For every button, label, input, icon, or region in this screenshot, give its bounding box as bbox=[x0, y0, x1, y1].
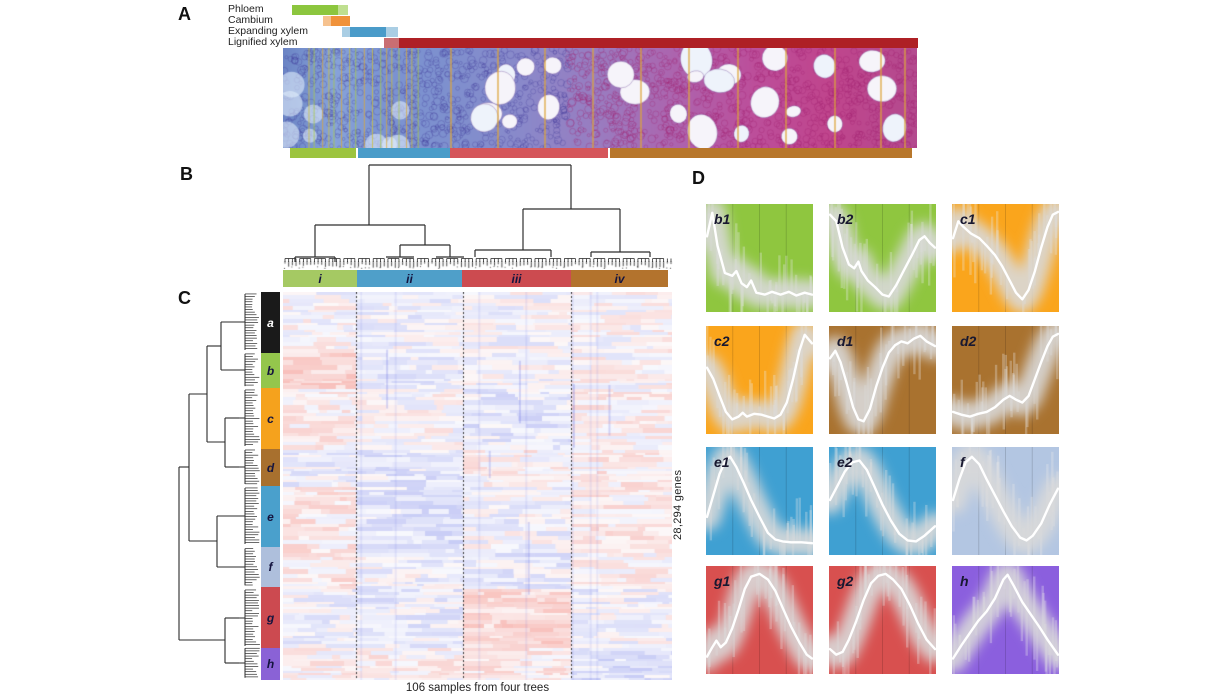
profile-label-e1: e1 bbox=[714, 454, 730, 470]
legend-bar-segment bbox=[331, 16, 350, 26]
profile-svg-c1: c1 bbox=[952, 204, 1059, 312]
cluster-bar-b: b bbox=[261, 353, 280, 388]
legend-bar-segment bbox=[292, 5, 338, 15]
profile-svg-h: h bbox=[952, 566, 1059, 674]
cluster-label-b: b bbox=[266, 363, 275, 378]
profile-plot-e1: e1 bbox=[706, 447, 813, 555]
cluster-bar-f: f bbox=[261, 547, 280, 587]
profile-plot-e2: e2 bbox=[829, 447, 936, 555]
profile-label-d2: d2 bbox=[960, 333, 977, 349]
profile-label-h: h bbox=[960, 573, 969, 589]
profile-plot-d1: d1 bbox=[829, 326, 936, 434]
cluster-label-c: c bbox=[267, 411, 274, 426]
profile-svg-g2: g2 bbox=[829, 566, 936, 674]
cluster-bar-d: d bbox=[261, 449, 280, 486]
profile-svg-c2: c2 bbox=[706, 326, 813, 434]
legend-row-lignified-xylem: Lignified xylem bbox=[228, 36, 298, 48]
panel-c-label: C bbox=[178, 288, 191, 308]
profile-label-g1: g1 bbox=[713, 573, 731, 589]
zone-group-iv bbox=[610, 148, 912, 158]
cluster-label-a: a bbox=[267, 315, 274, 330]
group-band-ii: ii bbox=[357, 270, 462, 287]
legend-bar-segment bbox=[338, 5, 348, 15]
profile-plot-h: h bbox=[952, 566, 1059, 674]
zone-group-ii bbox=[358, 148, 450, 158]
sample-dendrogram bbox=[284, 164, 672, 262]
profile-plot-f: f bbox=[952, 447, 1059, 555]
samples-axis-label: 106 samples from four trees bbox=[405, 682, 550, 694]
group-label-iv: iv bbox=[614, 271, 625, 286]
gene-dendrogram bbox=[178, 293, 260, 678]
group-label-iii: iii bbox=[511, 271, 522, 286]
profile-label-e2: e2 bbox=[837, 454, 853, 470]
group-band-i: i bbox=[283, 270, 357, 287]
profile-plot-g1: g1 bbox=[706, 566, 813, 674]
cluster-bar-e: e bbox=[261, 486, 280, 547]
expression-heatmap bbox=[283, 292, 672, 680]
group-label-ii: ii bbox=[406, 271, 413, 286]
cluster-bar-g: g bbox=[261, 587, 280, 648]
profile-svg-d1: d1 bbox=[829, 326, 936, 434]
legend-bar-segment bbox=[323, 16, 331, 26]
profile-label-f: f bbox=[960, 454, 966, 470]
zone-group-iii bbox=[450, 148, 608, 158]
profile-label-b2: b2 bbox=[837, 211, 854, 227]
group-band-iii: iii bbox=[462, 270, 571, 287]
group-band-iv: iv bbox=[571, 270, 668, 287]
profile-svg-b2: b2 bbox=[829, 204, 936, 312]
zone-group-i bbox=[290, 148, 356, 158]
panel-b-label: B bbox=[180, 164, 193, 184]
profile-svg-d2: d2 bbox=[952, 326, 1059, 434]
microscopy-image bbox=[283, 48, 917, 148]
cluster-label-f: f bbox=[268, 560, 273, 574]
cluster-label-h: h bbox=[266, 657, 275, 671]
legend-row-phloem: Phloem bbox=[228, 3, 264, 15]
cluster-label-d: d bbox=[266, 460, 275, 475]
profile-plot-b2: b2 bbox=[829, 204, 936, 312]
profile-plot-c2: c2 bbox=[706, 326, 813, 434]
profile-label-b1: b1 bbox=[714, 211, 731, 227]
profile-svg-e1: e1 bbox=[706, 447, 813, 555]
cluster-bar-h: h bbox=[261, 648, 280, 680]
legend-bar-segment bbox=[350, 27, 386, 37]
profile-svg-f: f bbox=[952, 447, 1059, 555]
profile-svg-e2: e2 bbox=[829, 447, 936, 555]
profile-svg-b1: b1 bbox=[706, 204, 813, 312]
panel-a-label: A bbox=[178, 4, 191, 24]
cluster-bar-c: c bbox=[261, 388, 280, 449]
cluster-bar-a: a bbox=[261, 292, 280, 353]
profile-label-g2: g2 bbox=[836, 573, 854, 589]
sample-tick-labels bbox=[283, 261, 673, 269]
profile-plot-d2: d2 bbox=[952, 326, 1059, 434]
genes-axis-label: 28,294 genes bbox=[672, 469, 684, 541]
legend-bar-segment bbox=[384, 38, 399, 48]
profile-plot-c1: c1 bbox=[952, 204, 1059, 312]
profile-label-c1: c1 bbox=[960, 211, 976, 227]
legend-bar-segment bbox=[399, 38, 918, 48]
legend-bar-segment bbox=[386, 27, 398, 37]
cluster-label-g: g bbox=[266, 610, 275, 625]
legend-row-cambium: Cambium bbox=[228, 14, 273, 26]
profile-label-c2: c2 bbox=[714, 333, 730, 349]
group-label-i: i bbox=[318, 271, 322, 286]
profile-plot-b1: b1 bbox=[706, 204, 813, 312]
cluster-label-e: e bbox=[267, 509, 274, 524]
panel-d-label: D bbox=[692, 168, 705, 188]
legend-row-expanding-xylem: Expanding xylem bbox=[228, 25, 308, 37]
profile-label-d1: d1 bbox=[837, 333, 854, 349]
profile-svg-g1: g1 bbox=[706, 566, 813, 674]
profile-plot-g2: g2 bbox=[829, 566, 936, 674]
legend-bar-segment bbox=[342, 27, 350, 37]
